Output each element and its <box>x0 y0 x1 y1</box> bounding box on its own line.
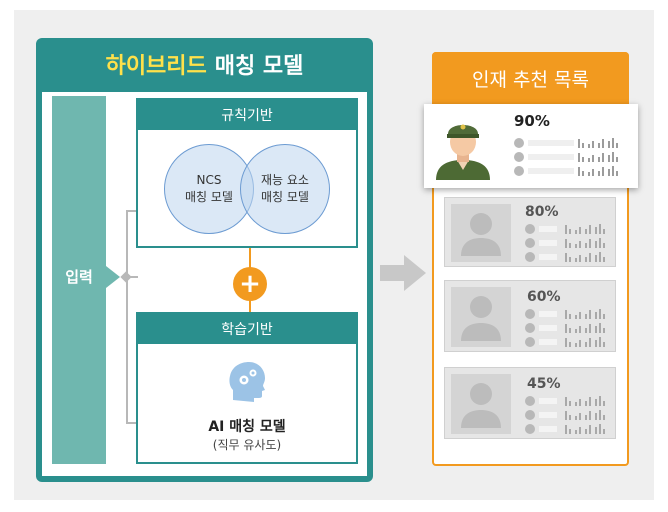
mini-bar-chart-icon <box>578 152 618 162</box>
candidate-percent: 80% <box>525 204 559 220</box>
input-bar: 입력 <box>52 96 106 464</box>
connector-line <box>126 210 128 424</box>
mini-bar-chart-icon <box>565 410 605 420</box>
plus-connector-line <box>249 248 251 268</box>
talent-circle-line2: 매칭 모델 <box>261 190 309 204</box>
connector-line <box>126 210 140 212</box>
talent-circle-line1: 재능 요소 <box>261 173 309 187</box>
mini-bar-chart-icon <box>565 238 605 248</box>
head-gears-icon <box>229 362 265 402</box>
candidate-card-top[interactable]: 90% <box>424 104 638 188</box>
input-arrow-icon <box>106 266 120 288</box>
plus-icon: + <box>233 267 267 301</box>
right-arrow-icon <box>380 255 426 291</box>
connector-line <box>126 422 140 424</box>
soldier-avatar-icon <box>436 124 490 180</box>
plus-connector-line <box>249 300 251 314</box>
ncs-circle-line2: 매칭 모델 <box>185 190 233 204</box>
ai-model-subtitle: (직무 유사도) <box>212 438 282 452</box>
candidate-percent: 90% <box>514 112 550 130</box>
model-title: 하이브리드 매칭 모델 <box>36 38 373 90</box>
candidate-card[interactable]: 80% <box>444 197 616 267</box>
person-placeholder-icon <box>451 204 511 262</box>
mini-bar-chart-icon <box>565 252 605 262</box>
connector-line <box>126 276 138 278</box>
model-title-highlight: 하이브리드 <box>105 54 207 79</box>
mini-bar-chart-icon <box>578 138 618 148</box>
learning-based-card: 학습기반 AI 매칭 모델 (직무 유사도) <box>136 312 358 464</box>
rule-based-title: 규칙기반 <box>138 100 356 130</box>
candidate-percent: 60% <box>527 289 561 305</box>
learning-based-title: 학습기반 <box>138 314 356 344</box>
input-label: 입력 <box>65 268 93 286</box>
mini-bar-chart-icon <box>565 309 605 319</box>
model-title-rest: 매칭 모델 <box>214 54 304 79</box>
ncs-circle-line1: NCS <box>196 173 222 187</box>
ncs-circle: NCS 매칭 모델 <box>164 144 254 234</box>
candidate-percent: 45% <box>527 376 561 392</box>
mini-bar-chart-icon <box>565 424 605 434</box>
mini-bar-chart-icon <box>565 323 605 333</box>
mini-bar-chart-icon <box>578 166 618 176</box>
rule-based-card: 규칙기반 NCS 매칭 모델 재능 요소 매칭 모델 <box>136 98 358 248</box>
mini-bar-chart-icon <box>565 396 605 406</box>
person-placeholder-icon <box>451 374 511 434</box>
person-placeholder-icon <box>451 287 511 347</box>
mini-bar-chart-icon <box>565 337 605 347</box>
candidate-card[interactable]: 45% <box>444 367 616 439</box>
talent-circle: 재능 요소 매칭 모델 <box>240 144 330 234</box>
candidate-card[interactable]: 60% <box>444 280 616 352</box>
mini-bar-chart-icon <box>565 224 605 234</box>
ai-model-title: AI 매칭 모델 <box>208 419 286 435</box>
recommend-title: 인재 추천 목록 <box>432 52 629 104</box>
